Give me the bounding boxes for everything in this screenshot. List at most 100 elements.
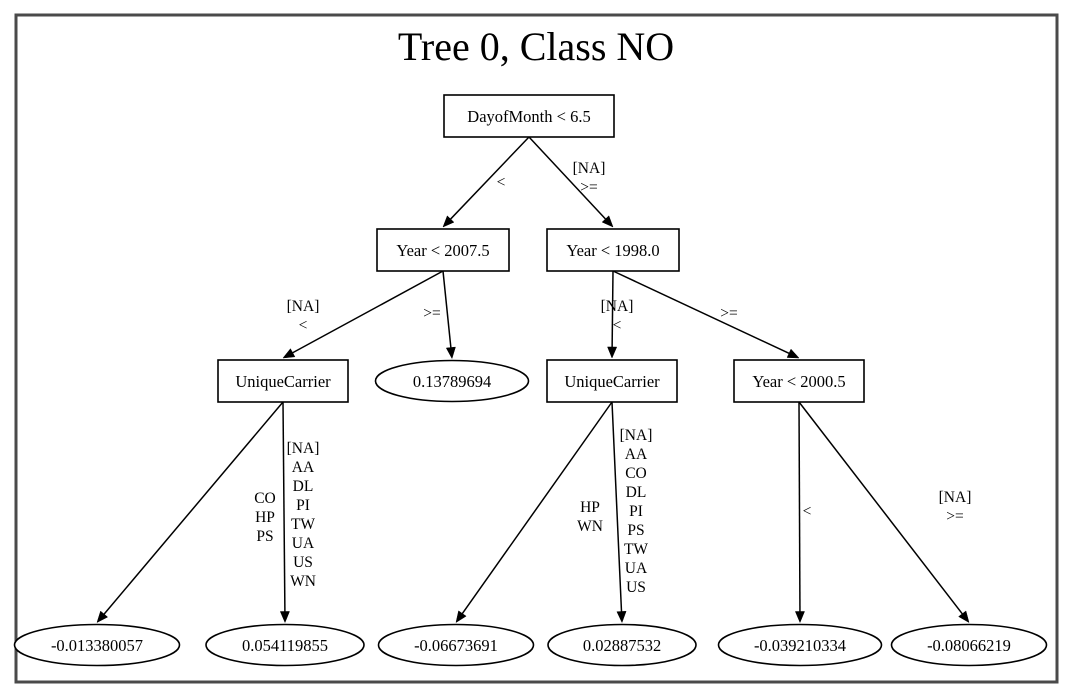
- edge-label-line: <: [497, 174, 506, 191]
- node-label: -0.013380057: [51, 636, 143, 655]
- tree-split-node[interactable]: Year < 2007.5: [376, 228, 510, 272]
- split-shape: [376, 228, 510, 272]
- edge-label: [NA] >=: [573, 160, 606, 196]
- edge-label-line: <: [803, 503, 812, 520]
- tree-leaf-node[interactable]: -0.013380057: [13, 623, 181, 667]
- edge-label: [NA] AA CO DL PI PS TW UA US: [620, 427, 653, 596]
- leaf-shape: [13, 623, 181, 667]
- edge-label-line: HP: [580, 499, 600, 516]
- tree-leaf-node[interactable]: 0.02887532: [547, 623, 697, 667]
- node-label: -0.08066219: [927, 636, 1011, 655]
- edge-label-line: [NA]: [601, 298, 634, 315]
- edge-label: [NA] <: [601, 298, 634, 334]
- tree-edge: [442, 136, 530, 228]
- edge-layer: [96, 136, 970, 624]
- node-label: DayofMonth < 6.5: [467, 107, 590, 126]
- tree-edge: [528, 136, 614, 228]
- tree-leaf-node[interactable]: -0.06673691: [377, 623, 535, 667]
- edge-label-line: DL: [293, 478, 314, 495]
- edge-label: HP WN: [577, 499, 603, 535]
- node-label: Year < 2000.5: [752, 372, 845, 391]
- page-title: Tree 0, Class NO: [398, 24, 674, 69]
- edge-label-line: >=: [946, 508, 963, 525]
- leaf-shape: [377, 623, 535, 667]
- tree-edge: [442, 270, 456, 360]
- tree-split-node[interactable]: UniqueCarrier: [546, 359, 678, 403]
- edge-label: [NA] AA DL PI TW UA US WN: [287, 440, 320, 590]
- split-shape: [733, 359, 865, 403]
- edge-label-line: >=: [720, 305, 737, 322]
- leaf-shape: [717, 623, 883, 667]
- edge-label-line: CO: [625, 465, 647, 482]
- edge-label-line: US: [626, 579, 646, 596]
- edge-label-line: UA: [625, 560, 648, 577]
- edge-label-line: PI: [296, 497, 310, 514]
- edge-label-line: >=: [580, 179, 597, 196]
- tree-edge: [279, 401, 290, 624]
- leaf-shape: [205, 623, 365, 667]
- tree-leaf-node[interactable]: 0.054119855: [205, 623, 365, 667]
- edge-label-line: AA: [625, 446, 648, 463]
- split-shape: [217, 359, 349, 403]
- tree-edge: [96, 401, 284, 623]
- edge-label-line: WN: [577, 518, 603, 535]
- tree-leaf-node[interactable]: -0.08066219: [890, 623, 1048, 667]
- tree-edge: [607, 270, 618, 359]
- edge-label-line: PS: [627, 522, 644, 539]
- edge-label-line: PS: [256, 528, 273, 545]
- tree-split-node[interactable]: UniqueCarrier: [217, 359, 349, 403]
- tree-edge: [282, 270, 444, 359]
- node-label: 0.054119855: [242, 636, 328, 655]
- edge-label-line: HP: [255, 509, 275, 526]
- node-label: Year < 2007.5: [396, 241, 489, 260]
- tree-edge: [611, 401, 627, 624]
- tree-edge: [455, 401, 613, 624]
- edge-label-line: WN: [290, 573, 316, 590]
- edge-label-line: <: [299, 317, 308, 334]
- edge-label-line: [NA]: [939, 489, 972, 506]
- diagram-border: [14, 13, 1059, 684]
- edge-label: >=: [720, 305, 737, 322]
- edge-label-line: TW: [291, 516, 315, 533]
- split-shape: [546, 228, 680, 272]
- leaf-shape: [890, 623, 1048, 667]
- edge-label-line: UA: [292, 535, 315, 552]
- edge-label: <: [803, 503, 812, 520]
- edge-label-line: PI: [629, 503, 643, 520]
- edge-label-line: US: [293, 554, 313, 571]
- edge-label: CO HP PS: [254, 490, 276, 545]
- tree-edge: [798, 401, 970, 624]
- tree-leaf-node[interactable]: -0.039210334: [717, 623, 883, 667]
- edge-label: >=: [423, 305, 440, 322]
- edge-label-layer: <[NA]>=[NA]<>=[NA]<>=COHPPS[NA]AADLPITWU…: [254, 160, 971, 596]
- edge-label-line: [NA]: [620, 427, 653, 444]
- tree-split-node[interactable]: DayofMonth < 6.5: [443, 94, 615, 138]
- edge-label: <: [497, 174, 506, 191]
- split-shape: [546, 359, 678, 403]
- tree-leaf-node[interactable]: 0.13789694: [374, 359, 530, 403]
- leaf-shape: [374, 359, 530, 403]
- edge-label-line: AA: [292, 459, 315, 476]
- node-label: UniqueCarrier: [235, 372, 331, 391]
- edge-label-line: TW: [624, 541, 648, 558]
- node-label: -0.06673691: [414, 636, 498, 655]
- edge-label-line: <: [613, 317, 622, 334]
- tree-edge: [612, 270, 800, 359]
- tree-split-node[interactable]: Year < 1998.0: [546, 228, 680, 272]
- edge-label-line: [NA]: [573, 160, 606, 177]
- edge-label: [NA] >=: [939, 489, 972, 525]
- tree-split-node[interactable]: Year < 2000.5: [733, 359, 865, 403]
- node-label: -0.039210334: [754, 636, 846, 655]
- edge-label-line: [NA]: [287, 440, 320, 457]
- leaf-shape: [547, 623, 697, 667]
- node-label: UniqueCarrier: [564, 372, 660, 391]
- split-shape: [443, 94, 615, 138]
- edge-label: [NA]<: [287, 298, 320, 334]
- edge-label-line: DL: [626, 484, 647, 501]
- node-label: Year < 1998.0: [566, 241, 659, 260]
- edge-label-line: CO: [254, 490, 276, 507]
- tree-edge: [794, 401, 805, 624]
